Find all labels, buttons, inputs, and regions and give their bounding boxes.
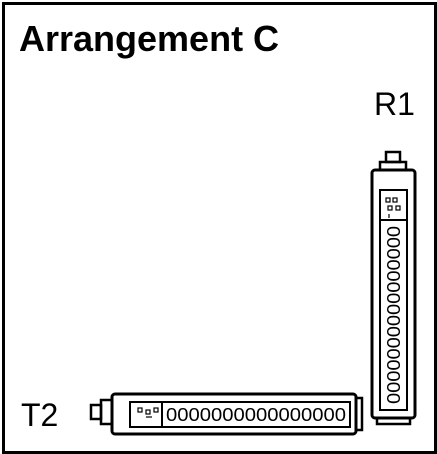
r1-foot — [375, 416, 412, 426]
t2-connector-neck — [99, 398, 114, 426]
t2-led-1 — [137, 407, 143, 413]
r1-led-1 — [385, 197, 391, 203]
r1-led-4 — [395, 205, 401, 211]
r1-connector-cap — [384, 150, 402, 164]
sensor-t2 — [89, 392, 364, 436]
sensor-r1 — [370, 150, 417, 426]
t2-end-cap — [354, 396, 364, 432]
t2-led-2 — [145, 409, 151, 415]
t2-connector-cap — [89, 403, 103, 421]
sensor-label-t2: T2 — [21, 397, 59, 433]
r1-led-2 — [392, 197, 398, 203]
diagram-title: Arrangement C — [19, 18, 280, 59]
sensor-r1-digits: 0000000000000000 — [383, 226, 403, 404]
t2-inner-panel — [129, 401, 351, 428]
sensor-t2-digits: 0000000000000000 — [166, 405, 346, 425]
r1-led-3 — [387, 205, 393, 211]
t2-led-3 — [153, 407, 159, 413]
r1-inner-panel — [379, 189, 408, 411]
sensor-label-r1: R1 — [374, 86, 415, 122]
